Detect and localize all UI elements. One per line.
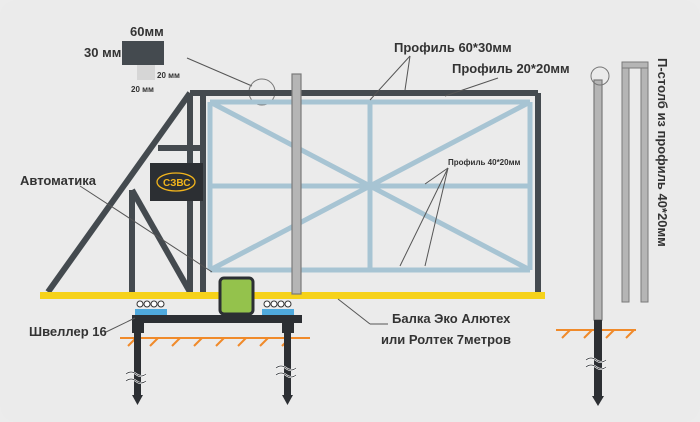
standalone-post	[585, 66, 610, 406]
p-shaped-post	[621, 61, 649, 303]
screw-pile-left	[125, 333, 147, 405]
profile-inner-right-label: 20 мм	[157, 71, 180, 80]
label-automation: Автоматика	[20, 173, 97, 188]
main-post	[291, 73, 302, 295]
profile-width-label: 60мм	[130, 24, 164, 39]
inner-bracing	[207, 99, 533, 273]
profile-outer	[122, 41, 164, 65]
tail-hypotenuse	[45, 91, 193, 294]
roller	[263, 300, 271, 308]
carriage-plate	[135, 309, 167, 315]
tail-brace-1	[129, 188, 193, 294]
profile-height-label: 30 мм	[84, 45, 121, 60]
brand-box	[150, 163, 203, 201]
standalone-post-body	[593, 79, 603, 321]
roller	[277, 300, 285, 308]
label-channel: Швеллер 16	[29, 324, 107, 339]
profile-cross-section: 60мм 30 мм 20 мм 20 мм	[84, 24, 180, 94]
section-pointer-line	[186, 57, 253, 87]
profile-inner-bottom-label: 20 мм	[131, 85, 154, 94]
roller	[284, 300, 292, 308]
brand-logo-text: СЗВС	[163, 178, 190, 189]
roller	[136, 300, 144, 308]
standalone-post-highlight	[590, 66, 610, 86]
label-p-post: П-столб из профиль 40*20мм	[655, 58, 670, 247]
screw-pile-right	[275, 333, 297, 405]
leader-lines	[79, 55, 499, 333]
bracing-diagonal-2	[208, 99, 532, 273]
label-profile-20x20: Профиль 20*20мм	[452, 61, 570, 76]
roller	[150, 300, 158, 308]
guide-beam	[40, 292, 545, 299]
label-profile-40x20: Профиль 40*20мм	[448, 158, 520, 167]
label-beam-line2: или Ролтек 7метров	[381, 332, 511, 347]
channel-leg-right	[282, 323, 294, 333]
automation-unit: СЗВС	[150, 163, 203, 201]
profile-inner	[137, 65, 155, 80]
roller	[143, 300, 151, 308]
roller-carriage-right	[262, 300, 294, 315]
label-beam-line1: Балка Эко Алютех	[392, 311, 511, 326]
ground-line-main	[120, 337, 310, 347]
channel-leg-left	[132, 323, 144, 333]
brand-logo-ring	[156, 172, 196, 192]
label-profile-60x30: Профиль 60*30мм	[394, 40, 512, 55]
roller	[270, 300, 278, 308]
roller	[157, 300, 165, 308]
motor	[218, 276, 255, 316]
carriage-plate	[262, 309, 294, 315]
channel-foundation	[132, 315, 302, 323]
roller-carriage-left	[135, 300, 167, 315]
